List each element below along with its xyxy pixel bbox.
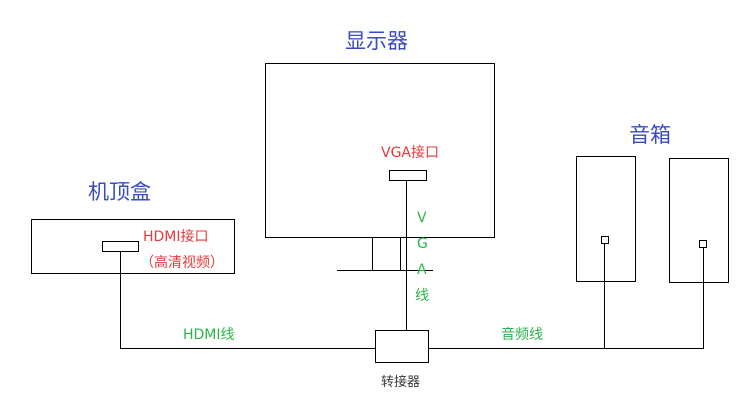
hdmi-port <box>102 241 139 252</box>
speaker-right <box>669 158 729 283</box>
vga-cable-char-3: A <box>417 262 427 278</box>
adapter-label: 转接器 <box>381 375 421 390</box>
vga-port <box>389 170 427 181</box>
vga-port-label: VGA接口 <box>381 145 440 161</box>
vga-cable-char-1: V <box>417 210 427 226</box>
speakers-title: 音箱 <box>629 123 671 147</box>
vga-cable-char-4: 线 <box>415 288 429 304</box>
vga-cable-char-2: G <box>417 236 428 252</box>
audio-cable-label: 音频线 <box>501 327 543 343</box>
speaker-left <box>576 156 636 282</box>
hdmi-cable-label: HDMI线 <box>183 327 235 343</box>
monitor-title: 显示器 <box>345 29 408 53</box>
hdmi-port-label: HDMI接口 <box>143 229 209 245</box>
speaker-left-jack <box>601 236 609 244</box>
speaker-right-jack <box>699 240 707 248</box>
hdmi-port-note: （高清视频） <box>140 255 224 271</box>
monitor-box <box>265 63 495 238</box>
adapter-box <box>375 330 429 363</box>
settop-title: 机顶盒 <box>88 180 151 204</box>
